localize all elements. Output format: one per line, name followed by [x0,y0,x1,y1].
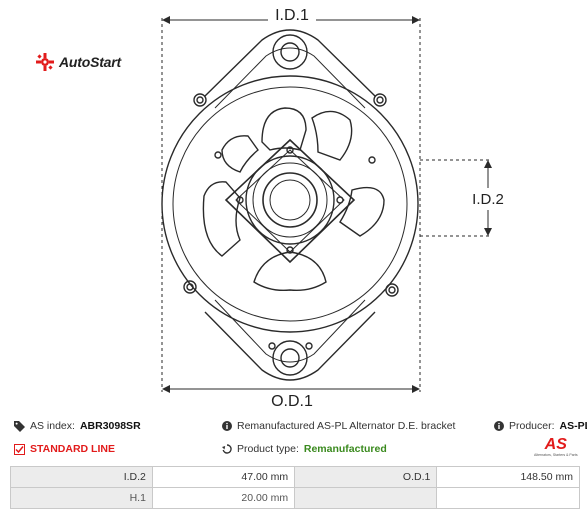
tag-icon [14,420,25,432]
spec-label-empty [294,487,438,509]
producer-logo-subtext: Alternators, Starters & Parts [534,453,578,457]
top-mount-hole-outer [272,34,308,70]
table-row: I.D.2 47.00 mm O.D.1 148.50 mm [10,466,580,488]
vent-window-right [339,186,385,237]
producer-value: AS-PL [559,420,587,432]
spec-value: 148.50 mm [436,466,580,488]
standard-line-text: STANDARD LINE [30,443,115,455]
dim-label-id2: I.D.2 [472,191,504,208]
standard-line: STANDARD LINE [14,443,115,455]
spec-value-empty [436,487,580,509]
spec-label: H.1 [10,487,153,509]
dim-label-od1: O.D.1 [271,393,313,410]
bracket-outer-circle [161,75,419,333]
dim-label-id1: I.D.1 [275,7,309,24]
bracket-inner-circle [172,86,408,322]
top-mount-ear [204,29,376,97]
info-row-primary: AS index: ABR3098SR Remanufactured AS-PL… [0,418,587,436]
vent-window-top [261,107,307,151]
producer: Producer: AS-PL [494,420,587,432]
bracket-drawing: I.D.1 O.D.1 I.D.2 [161,7,504,410]
vent-window-left [202,181,241,257]
top-mount-hole [280,42,300,62]
info-row-secondary: STANDARD LINE Product type: Remanufactur… [0,437,587,459]
description-text: Remanufactured AS-PL Alternator D.E. bra… [237,420,456,432]
autostart-logo-icon [36,53,54,71]
vent-window-top-left [221,135,259,173]
recycle-icon [222,444,232,454]
spec-label: O.D.1 [294,466,438,488]
bearing-bore [262,172,318,228]
bottom-mount-hole [280,348,300,368]
product-type-value: Remanufactured [303,443,387,455]
producer-logo: AS Alternators, Starters & Parts [534,437,578,458]
spec-table: I.D.2 47.00 mm O.D.1 148.50 mm H.1 20.00… [10,466,580,509]
info-icon [222,421,232,431]
info-icon [494,421,504,431]
spec-label: I.D.2 [10,466,153,488]
hub-outer-circle [245,155,335,245]
checkbox-icon [14,443,25,455]
autostart-logo: AutoStart [36,50,121,74]
vent-window-top-right [311,110,353,161]
bottom-mount-ear [204,311,376,381]
as-index: AS index: ABR3098SR [14,420,141,432]
vent-window-bottom [253,251,327,292]
producer-logo-text: AS [544,436,567,453]
table-row: H.1 20.00 mm [10,487,580,509]
producer-label: Producer: [509,420,555,432]
spec-value: 20.00 mm [151,487,296,509]
hub-square [224,138,356,264]
as-index-value: ABR3098SR [79,420,141,432]
bottom-mount-hole-outer [272,340,308,376]
product-type: Product type: Remanufactured [222,443,387,455]
product-type-label: Product type: [237,443,299,455]
autostart-logo-text: AutoStart [59,54,121,70]
as-index-label: AS index: [30,420,75,432]
description: Remanufactured AS-PL Alternator D.E. bra… [222,420,455,432]
spec-value: 47.00 mm [151,466,296,488]
